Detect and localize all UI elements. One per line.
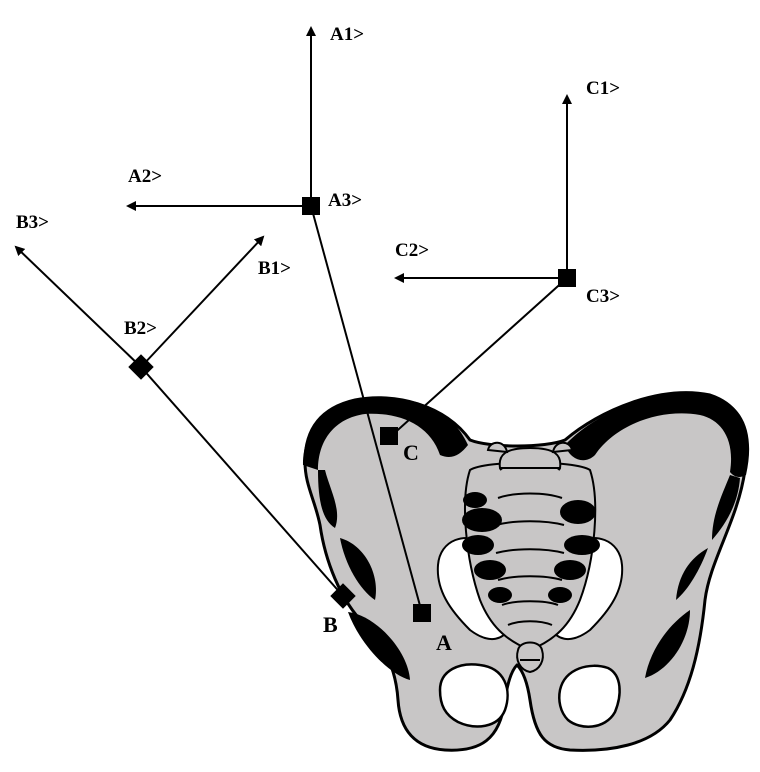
b2-label: B2> bbox=[124, 318, 157, 339]
c1-label: C1> bbox=[586, 78, 620, 99]
left-obturator-foramen bbox=[440, 664, 508, 726]
c2-label: C2> bbox=[395, 240, 429, 261]
left-facet bbox=[488, 443, 507, 452]
point-a-marker bbox=[413, 604, 431, 622]
point-c-label: C bbox=[403, 440, 419, 465]
right-obturator-foramen bbox=[559, 666, 619, 727]
frame-b: B1> B2> B3> B bbox=[16, 212, 356, 637]
pelvis-illustration bbox=[303, 393, 749, 751]
c-link-line bbox=[390, 278, 567, 437]
b1-axis-arrow bbox=[141, 237, 263, 367]
point-c-marker bbox=[380, 427, 398, 445]
coccyx bbox=[517, 643, 543, 673]
a3-label: A3> bbox=[328, 190, 362, 211]
c3-label: C3> bbox=[586, 286, 620, 307]
a3-origin-marker bbox=[302, 197, 320, 215]
a1-label: A1> bbox=[330, 24, 364, 45]
lumbar-vertebra bbox=[500, 448, 561, 468]
b3-axis-arrow bbox=[16, 247, 141, 367]
c3-origin-marker bbox=[558, 269, 576, 287]
b3-label: B3> bbox=[16, 212, 49, 233]
point-a-label: A bbox=[436, 630, 452, 655]
a2-label: A2> bbox=[128, 166, 162, 187]
b1-label: B1> bbox=[258, 258, 291, 279]
point-b-label: B bbox=[323, 612, 338, 637]
